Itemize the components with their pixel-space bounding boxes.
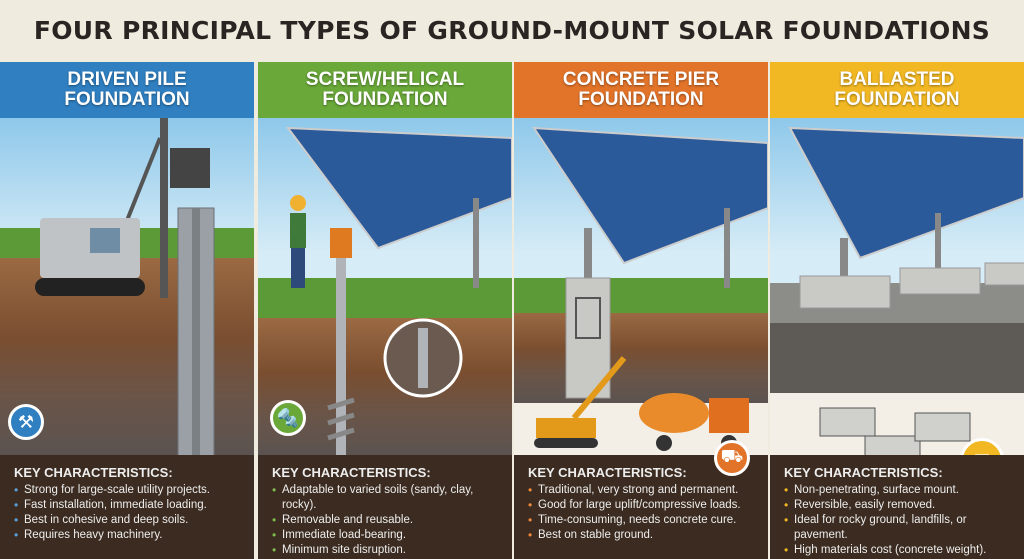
list-item: Minimum site disruption. — [272, 543, 498, 558]
list-item: Reversible, easily removed. — [784, 498, 1010, 513]
characteristics-panel: KEY CHARACTERISTICS: Adaptable to varied… — [258, 455, 512, 559]
ballasted-illustration: ▦ — [770, 118, 1024, 455]
pile-driver-machine-icon — [35, 118, 215, 455]
characteristics-heading: KEY CHARACTERISTICS: — [784, 465, 943, 480]
characteristics-panel: KEY CHARACTERISTICS: Strong for large-sc… — [0, 455, 254, 559]
hammer-icon: ⚒ — [8, 404, 44, 440]
characteristics-heading: KEY CHARACTERISTICS: — [272, 465, 431, 480]
cement-truck-icon — [639, 393, 749, 451]
column-header: DRIVEN PILE FOUNDATION — [0, 62, 254, 118]
column-header: SCREW/HELICAL FOUNDATION — [258, 62, 512, 118]
column-title: SCREW/HELICAL — [305, 69, 465, 90]
screw-foundation-illustration: 🔩 — [258, 118, 512, 455]
driven-pile-illustration: ⚒ — [0, 118, 254, 455]
column-subtitle: FOUNDATION — [834, 89, 960, 110]
column-title: CONCRETE PIER — [562, 69, 720, 90]
list-item: Time-consuming, needs concrete cure. — [528, 513, 754, 528]
screw-icon: 🔩 — [270, 400, 306, 436]
column-ballasted: BALLASTED FOUNDATION ▦ KEY CHARACTERISTI… — [770, 62, 1024, 559]
column-title: BALLASTED — [839, 69, 955, 90]
list-item: Best in cohesive and deep soils. — [14, 513, 240, 528]
characteristics-panel: KEY CHARACTERISTICS: Non-penetrating, su… — [770, 455, 1024, 559]
list-item: Removable and reusable. — [272, 513, 498, 528]
list-item: Ideal for rocky ground, landfills, or pa… — [784, 513, 1010, 543]
column-screw-helical: SCREW/HELICAL FOUNDATION 🔩 KEY CHARACTER… — [258, 62, 512, 559]
list-item: Fast installation, immediate loading. — [14, 498, 240, 513]
list-item: Non-penetrating, surface mount. — [784, 483, 1010, 498]
list-item: Good for large uplift/compressive loads. — [528, 498, 754, 513]
characteristics-heading: KEY CHARACTERISTICS: — [528, 465, 687, 480]
solar-panel-icon — [532, 126, 768, 451]
page-title: FOUR PRINCIPAL TYPES OF GROUND-MOUNT SOL… — [33, 15, 991, 45]
solar-panel-icon — [788, 126, 1024, 455]
column-subtitle: FOUNDATION — [578, 89, 704, 110]
characteristics-heading: KEY CHARACTERISTICS: — [14, 465, 173, 480]
list-item: High materials cost (concrete weight). — [784, 543, 1010, 558]
solar-panel-icon — [285, 126, 512, 455]
cement-mixer-icon: ⛟ — [714, 440, 750, 476]
list-item: Adaptable to varied soils (sandy, clay, … — [272, 483, 498, 513]
list-item: Strong for large-scale utility projects. — [14, 483, 240, 498]
column-subtitle: FOUNDATION — [64, 89, 190, 110]
column-header: CONCRETE PIER FOUNDATION — [514, 62, 768, 118]
list-item: Traditional, very strong and permanent. — [528, 483, 754, 498]
column-concrete-pier: CONCRETE PIER FOUNDATION ⛟ KEY CHARACTER… — [514, 62, 768, 559]
column-driven-pile: DRIVEN PILE FOUNDATION ⚒ KEY CHARACTERIS… — [0, 62, 254, 559]
list-item: Best on stable ground. — [528, 528, 754, 543]
column-title: DRIVEN PILE — [67, 69, 187, 90]
column-subtitle: FOUNDATION — [322, 89, 448, 110]
list-item: Requires heavy machinery. — [14, 528, 240, 543]
list-item: Immediate load-bearing. — [272, 528, 498, 543]
concrete-pier-illustration — [514, 118, 768, 455]
excavator-icon — [534, 356, 627, 448]
concrete-block-icon — [819, 407, 971, 455]
column-header: BALLASTED FOUNDATION — [770, 62, 1024, 118]
